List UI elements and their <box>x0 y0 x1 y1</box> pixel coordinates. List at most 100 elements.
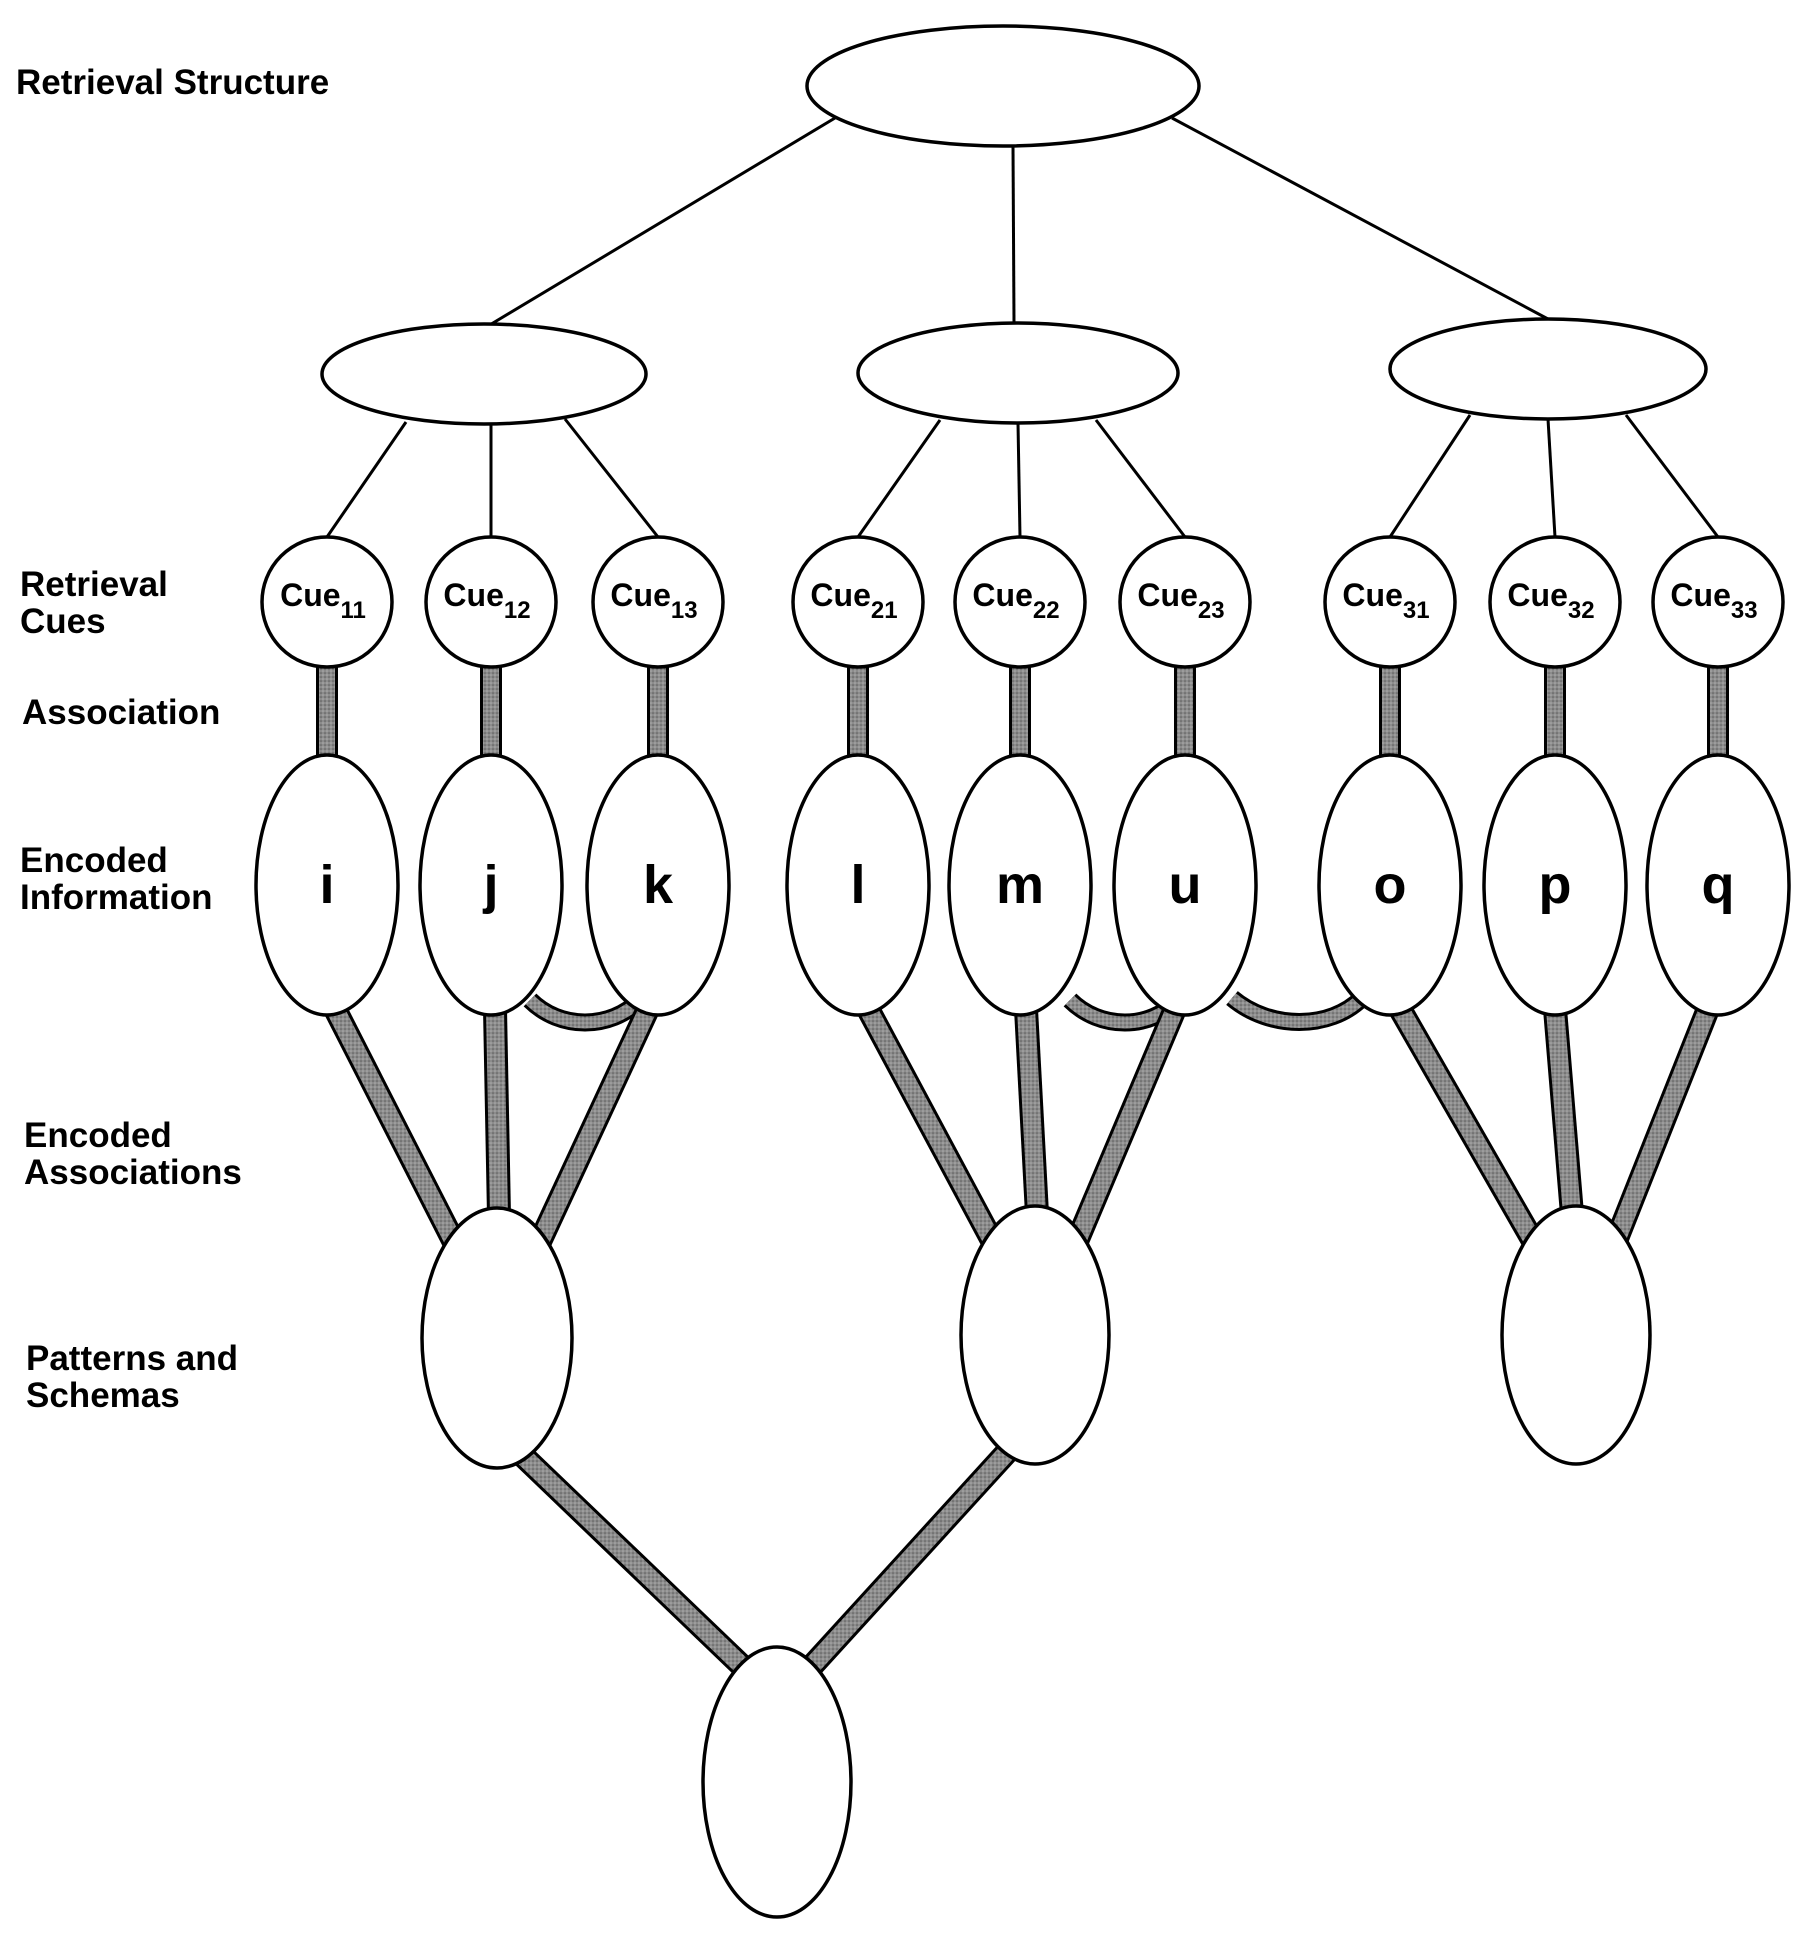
edge-group-cue-6 <box>1094 419 1187 538</box>
encoded-info-node: k <box>585 753 731 1017</box>
cue-circle <box>591 535 725 669</box>
label-encoded-associations-line1: Encoded <box>24 1116 172 1155</box>
encoded-info-node: u <box>1112 753 1258 1017</box>
encoded-assoc-o <box>1389 1003 1547 1252</box>
edge-root-group-3 <box>1171 116 1549 321</box>
label-association-text: Association <box>22 693 221 732</box>
encoded-assoc-j <box>483 1008 511 1217</box>
pattern-node-1 <box>420 1206 574 1470</box>
encoded-info-node: o <box>1317 753 1463 1017</box>
retrieval-group-node-3 <box>1388 317 1708 421</box>
cue-node: Cue11 <box>260 535 394 669</box>
label-encoded-information: Encoded Information <box>20 842 212 916</box>
cue-circle <box>260 535 394 669</box>
cue-label: Cue22 <box>972 577 1059 624</box>
cue-circle <box>791 535 925 669</box>
label-retrieval-structure-text: Retrieval Structure <box>16 63 330 102</box>
encoded-info-node: i <box>254 753 400 1017</box>
encoded-info-node: j <box>418 753 564 1017</box>
edge-group-cue-3 <box>563 418 660 538</box>
cue-label: Cue31 <box>1342 577 1429 624</box>
pattern-link-2 <box>802 1441 1018 1676</box>
encoded-assoc-p <box>1543 1008 1584 1215</box>
cue-circle <box>1488 535 1622 669</box>
cue-node: Cue12 <box>424 535 558 669</box>
encoded-info-letter: j <box>482 855 498 915</box>
pattern-node-3 <box>1500 1204 1652 1466</box>
encoded-info-letter: m <box>996 855 1044 915</box>
label-retrieval-cues-line2: Cues <box>20 602 106 641</box>
retrieval-group-node-2 <box>856 321 1180 425</box>
cue-node: Cue23 <box>1118 535 1252 669</box>
encoded-info-ellipse <box>1482 753 1628 1017</box>
cue-circle <box>1323 535 1457 669</box>
label-encoded-associations: Encoded Associations <box>24 1117 242 1191</box>
cue-node: Cue33 <box>1651 535 1785 669</box>
cue-circle <box>1651 535 1785 669</box>
pattern-link-1 <box>512 1445 752 1676</box>
encoded-info-node: m <box>947 753 1093 1017</box>
encoded-info-ellipse <box>947 753 1093 1017</box>
label-encoded-associations-line2: Associations <box>24 1153 242 1192</box>
edge-group-cue-5 <box>1016 422 1022 538</box>
cue-label: Cue32 <box>1507 577 1594 624</box>
retrieval-group-node-1 <box>320 322 648 426</box>
encoded-info-ellipse <box>585 753 731 1017</box>
cue-circle <box>953 535 1087 669</box>
edge-group-cue-9 <box>1624 414 1720 538</box>
encoded-info-node: q <box>1645 753 1791 1017</box>
label-patterns-and-schemas-line1: Patterns and <box>26 1339 238 1378</box>
label-encoded-information-line1: Encoded <box>20 841 168 880</box>
diagram-nodes: Cue11 Cue12 Cue13 Cue21 Cue22 Cue23 Cue31 Cue32… <box>254 24 1791 1919</box>
cue-node: Cue21 <box>791 535 925 669</box>
encoded-info-ellipse <box>254 753 400 1017</box>
encoded-link-u-o <box>1226 990 1369 1031</box>
cue-label: Cue33 <box>1670 577 1757 624</box>
encoded-assoc-q <box>1602 1004 1720 1251</box>
encoded-info-ellipse <box>785 753 931 1017</box>
encoded-info-ellipse <box>1317 753 1463 1017</box>
encoded-info-letter: q <box>1702 855 1735 915</box>
label-encoded-information-line2: Information <box>20 878 213 917</box>
cue-label: Cue12 <box>443 577 530 624</box>
label-retrieval-structure: Retrieval Structure <box>16 64 329 101</box>
cue-circle <box>1118 535 1252 669</box>
label-patterns-and-schemas-line2: Schemas <box>26 1376 180 1415</box>
encoded-info-node: l <box>785 753 931 1017</box>
label-retrieval-cues: Retrieval Cues <box>20 566 168 640</box>
encoded-info-letter: k <box>643 855 674 915</box>
encoded-info-ellipse <box>1645 753 1791 1017</box>
encoded-assoc-l <box>857 1003 1006 1252</box>
cue-label: Cue11 <box>280 577 366 624</box>
label-association: Association <box>22 694 220 731</box>
cue-node: Cue32 <box>1488 535 1622 669</box>
edge-group-cue-7 <box>1388 414 1472 538</box>
encoded-assoc-k <box>526 1003 659 1254</box>
encoded-info-letter: i <box>319 855 334 915</box>
encoded-info-letter: u <box>1169 855 1202 915</box>
retrieval-structure-node <box>805 24 1201 148</box>
encoded-info-letter: l <box>850 855 865 915</box>
cue-label: Cue13 <box>610 577 697 624</box>
label-retrieval-cues-line1: Retrieval <box>20 565 168 604</box>
encoded-assoc-i <box>324 1003 468 1254</box>
edge-group-cue-4 <box>856 419 942 538</box>
edge-group-cue-8 <box>1546 418 1557 538</box>
edge-group-cue-1 <box>325 421 408 538</box>
encoded-assoc-u <box>1063 1004 1187 1251</box>
edge-root-group-2 <box>1011 145 1016 324</box>
cue-circle <box>424 535 558 669</box>
edge-root-group-1 <box>487 116 836 328</box>
schema-base-node <box>701 1645 853 1919</box>
pattern-node-2 <box>959 1204 1111 1466</box>
encoded-link-j-k <box>523 993 647 1032</box>
encoded-info-letter: o <box>1374 855 1407 915</box>
encoded-info-node: p <box>1482 753 1628 1017</box>
encoded-info-ellipse <box>418 753 564 1017</box>
cue-node: Cue31 <box>1323 535 1457 669</box>
cue-node: Cue22 <box>953 535 1087 669</box>
label-patterns-and-schemas: Patterns and Schemas <box>26 1340 238 1414</box>
cue-label: Cue23 <box>1137 577 1224 624</box>
encoded-assoc-m <box>1014 1008 1049 1215</box>
